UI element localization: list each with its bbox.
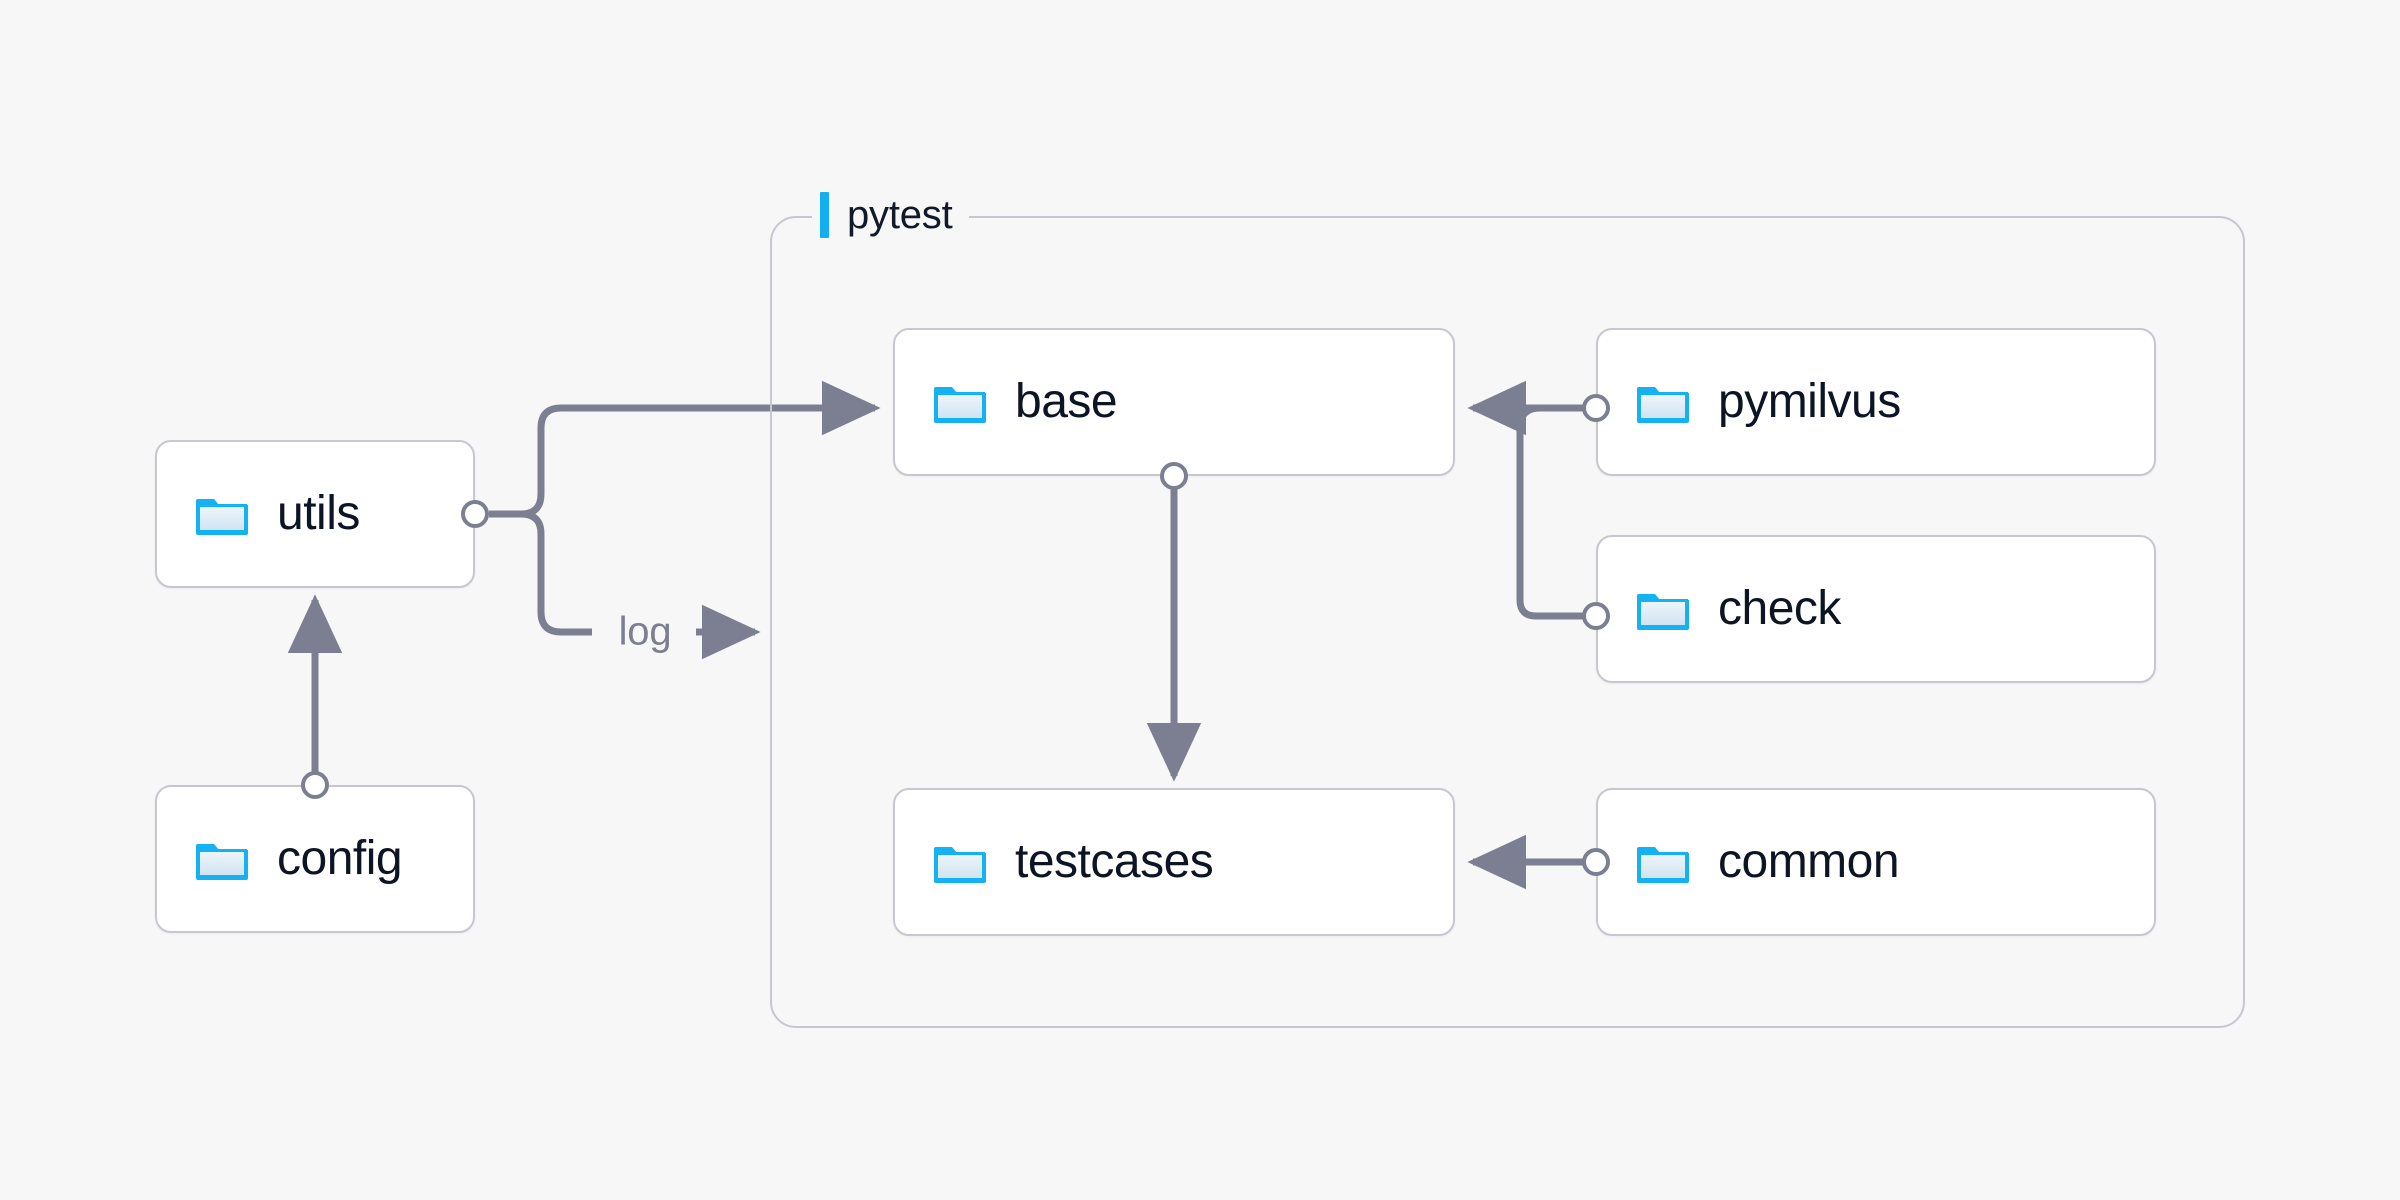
- port-base-bottom[interactable]: [1160, 462, 1188, 490]
- port-common-left[interactable]: [1582, 848, 1610, 876]
- edge-utils-to-log: [489, 510, 592, 636]
- node-label: common: [1718, 835, 1900, 888]
- node-common[interactable]: common: [1596, 788, 2156, 936]
- folder-icon: [1637, 847, 1689, 883]
- folder-icon: [196, 499, 248, 535]
- node-testcases[interactable]: testcases: [893, 788, 1455, 936]
- node-pymilvus[interactable]: pymilvus: [1596, 328, 2156, 476]
- node-label: check: [1718, 582, 1841, 635]
- folder-icon: [934, 387, 986, 423]
- folder-icon: [1637, 387, 1689, 423]
- folder-icon: [196, 844, 248, 880]
- node-label: utils: [277, 487, 360, 540]
- node-label: pymilvus: [1718, 375, 1901, 428]
- port-utils-right[interactable]: [461, 500, 489, 528]
- group-pytest[interactable]: [770, 216, 2245, 1028]
- port-config-top[interactable]: [301, 771, 329, 799]
- node-config[interactable]: config: [155, 785, 475, 933]
- node-label: testcases: [1015, 835, 1214, 888]
- port-pymilvus-left[interactable]: [1582, 394, 1610, 422]
- node-label: config: [277, 832, 403, 885]
- group-accent-bar: [820, 192, 829, 238]
- node-utils[interactable]: utils: [155, 440, 475, 588]
- node-base[interactable]: base: [893, 328, 1455, 476]
- folder-icon: [1637, 594, 1689, 630]
- port-check-left[interactable]: [1582, 602, 1610, 630]
- node-label: base: [1015, 375, 1118, 428]
- node-check[interactable]: check: [1596, 535, 2156, 683]
- group-title: pytest: [847, 192, 953, 237]
- folder-icon: [934, 847, 986, 883]
- group-pytest-label: pytest: [812, 188, 969, 242]
- edge-label-log: log: [618, 609, 672, 654]
